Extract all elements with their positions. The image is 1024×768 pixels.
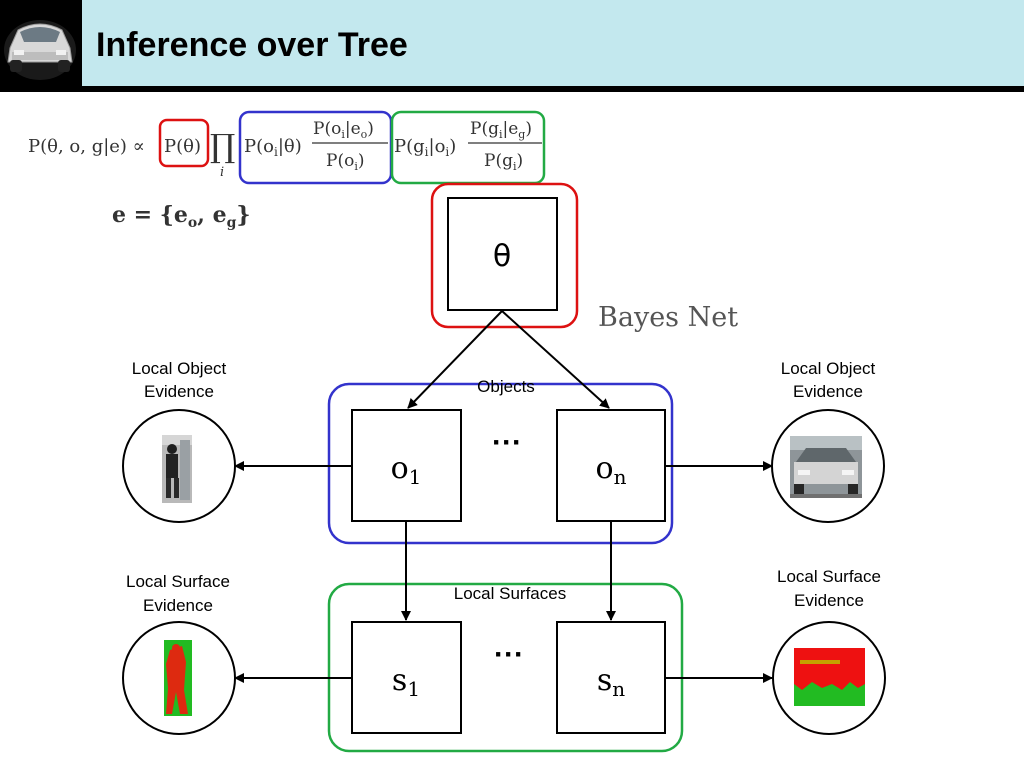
surface-node-sn bbox=[556, 621, 666, 734]
object-evidence-left-label-line2: Evidence bbox=[144, 382, 214, 401]
theta-node bbox=[447, 197, 558, 311]
prior-term-box bbox=[158, 118, 210, 168]
object-evidence-right-label-line2: Evidence bbox=[793, 382, 863, 401]
surfaces-group-label: Local Surfaces bbox=[454, 584, 566, 603]
surface-evidence-right-label-line2: Evidence bbox=[794, 591, 864, 610]
surface-evidence-right-label-line1: Local Surface bbox=[777, 567, 881, 586]
object-node-o1-label: o1 bbox=[391, 451, 422, 489]
bayes-net-label: Bayes Net bbox=[598, 302, 738, 333]
prior-term: P(θ) bbox=[164, 136, 201, 157]
slide-title: Inference over Tree bbox=[96, 26, 408, 64]
pedestrian-thumbnail bbox=[162, 435, 192, 503]
objects-ellipsis: ··· bbox=[492, 426, 522, 459]
object-evidence-left-label-line1: Local Object bbox=[132, 359, 227, 378]
root-highlight-box bbox=[430, 182, 579, 329]
object-node-on-label: on bbox=[596, 451, 627, 489]
surface-term-lead: P(gi|oi) bbox=[394, 136, 456, 159]
equation-lhs: P(θ, o, g|e) ∝ bbox=[28, 136, 145, 157]
object-term-lead: P(oi|θ) bbox=[244, 136, 302, 159]
object-term-numerator: P(oi|eo) bbox=[313, 119, 374, 141]
slide-header: Inference over Tree bbox=[0, 0, 1024, 92]
surfaces-group-box bbox=[327, 582, 684, 753]
factorization-equation: P(θ, o, g|e) ∝ P(θ) ∏ i P(oi|θ) P(oi|eo)… bbox=[28, 110, 546, 231]
object-evidence-right-label-line1: Local Object bbox=[781, 359, 876, 378]
surfaces-ellipsis: ··· bbox=[494, 638, 524, 671]
surface-node-sn-label: sn bbox=[597, 663, 625, 701]
objects-group-label: Objects bbox=[477, 377, 535, 396]
edge-theta-o1 bbox=[407, 310, 503, 409]
evidence-labels: Local Object Evidence Local Object Evide… bbox=[126, 359, 881, 615]
surface-term-numerator: P(gi|eg) bbox=[470, 119, 532, 141]
title-band: Inference over Tree bbox=[82, 0, 1024, 86]
surface-node-s1 bbox=[351, 621, 462, 734]
object-term-denominator: P(oi) bbox=[326, 151, 364, 173]
car-surface-mask bbox=[794, 648, 865, 706]
car-thumbnail bbox=[790, 436, 862, 498]
object-node-o1 bbox=[351, 409, 462, 522]
surface-evidence-left-label-line1: Local Surface bbox=[126, 572, 230, 591]
product-index: i bbox=[220, 165, 224, 180]
surface-term-denominator: P(gi) bbox=[484, 151, 523, 173]
product-symbol: ∏ bbox=[210, 127, 235, 165]
theta-node-label: θ bbox=[493, 239, 511, 274]
objects-group-box bbox=[327, 382, 674, 545]
surface-evidence-left-label-line2: Evidence bbox=[143, 596, 213, 615]
pedestrian-surface-mask bbox=[164, 640, 192, 716]
evidence-definition: e = {eo, eg} bbox=[112, 202, 251, 231]
car-logo bbox=[0, 0, 80, 90]
edges bbox=[234, 310, 773, 683]
car-logo-icon bbox=[4, 20, 76, 80]
edge-theta-on bbox=[501, 310, 610, 409]
surface-node-s1-label: s1 bbox=[392, 663, 420, 701]
